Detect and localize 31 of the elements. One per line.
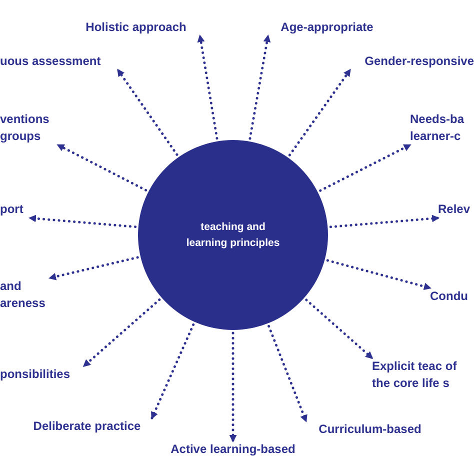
principle-label: Needs-ba learner-c xyxy=(410,111,474,145)
principle-label: Curriculum-based xyxy=(306,421,434,438)
principle-label: ponsibilities xyxy=(0,366,84,383)
dotted-connector xyxy=(326,259,432,290)
principle-label: Active learning-based xyxy=(152,441,314,458)
principle-label: port xyxy=(0,201,30,218)
principle-label: Explicit teac of the core life s xyxy=(372,358,474,392)
center-title: teaching and learning principles xyxy=(185,220,281,251)
dotted-connector xyxy=(329,214,440,228)
principle-label: Deliberate practice xyxy=(22,418,152,435)
dotted-connector xyxy=(248,34,271,140)
principle-label: Relev xyxy=(438,201,474,218)
dotted-connector xyxy=(197,34,218,140)
principle-label: Gender-responsive xyxy=(350,53,474,70)
dotted-connector xyxy=(150,323,195,420)
dotted-connector xyxy=(288,68,352,156)
dotted-connector xyxy=(28,214,137,228)
principle-label: Holistic approach xyxy=(72,19,200,36)
dotted-connector xyxy=(305,298,374,360)
principle-label: ventions groups xyxy=(0,111,58,145)
dotted-connector xyxy=(116,68,178,156)
dotted-connector xyxy=(268,324,308,422)
principle-label: uous assessment xyxy=(0,53,118,70)
principle-label: and areness xyxy=(0,278,50,312)
principle-label: Condu xyxy=(430,288,474,305)
dotted-connector xyxy=(48,256,139,280)
dotted-connector xyxy=(319,144,412,192)
dotted-connector xyxy=(56,144,148,192)
principle-label: Age-appropriate xyxy=(268,19,386,36)
dotted-connector xyxy=(229,332,237,442)
dotted-connector xyxy=(82,298,161,368)
